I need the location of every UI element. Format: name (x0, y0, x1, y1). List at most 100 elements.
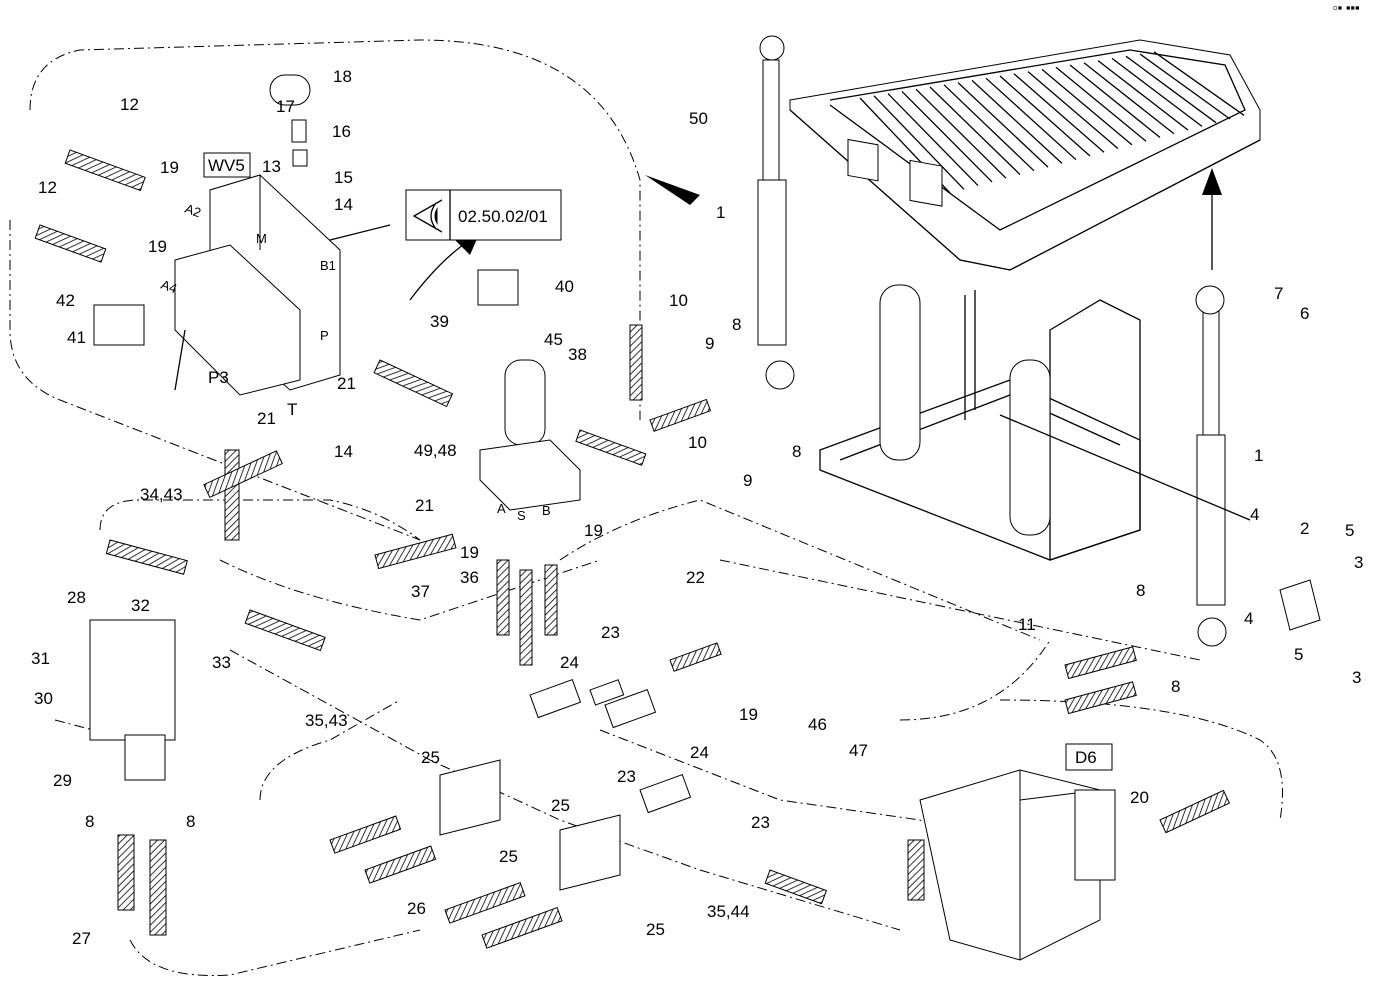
quick-couplings (439, 579, 1321, 891)
grill-slat (1125, 55, 1217, 124)
callout-24: 24 (560, 653, 579, 672)
callout-50: 50 (689, 109, 708, 128)
callout-21: 21 (337, 374, 356, 393)
hydraulic-cylinders (757, 35, 1227, 647)
callout-20: 20 (1130, 788, 1149, 807)
hoses (34, 149, 1231, 949)
callout-24: 24 (690, 743, 709, 762)
callout-23: 23 (601, 623, 620, 642)
port-t: T (287, 400, 297, 419)
grill-slat (887, 93, 979, 187)
port-b1: B1 (320, 258, 336, 273)
port-s: S (517, 508, 526, 523)
callout-19: 19 (460, 543, 479, 562)
callout-19: 19 (739, 705, 758, 724)
callout-2: 2 (1300, 519, 1309, 538)
grill-slat (929, 86, 1021, 175)
callout-39: 39 (430, 312, 449, 331)
callout-29: 29 (53, 771, 72, 790)
callout-26: 26 (407, 899, 426, 918)
callout-42: 42 (56, 291, 75, 310)
eye-icon (412, 199, 443, 233)
corner-mark: ▫▪ ▪▪▪ (1333, 0, 1360, 15)
callout-47: 47 (849, 741, 868, 760)
grill-slat (1041, 68, 1133, 146)
callout-9: 9 (743, 471, 752, 490)
port-a4: A4 (159, 277, 179, 297)
callout-30: 30 (34, 689, 53, 708)
port-p: P (320, 328, 329, 343)
callout-22: 22 (686, 568, 705, 587)
callout-16: 16 (332, 122, 351, 141)
callout-4: 4 (1250, 505, 1259, 524)
grill-slat (999, 75, 1091, 157)
callout-17: 17 (276, 97, 295, 116)
grill-slat (1027, 71, 1119, 150)
label-wv5: WV5 (203, 152, 251, 178)
grill-slat (1013, 73, 1105, 153)
callout-4: 4 (1244, 609, 1253, 628)
callout-8: 8 (1171, 677, 1180, 696)
callout-14: 14 (334, 442, 353, 461)
grill-slat (1111, 57, 1203, 127)
callout-8: 8 (732, 315, 741, 334)
callout-8: 8 (1136, 581, 1145, 600)
callout-1: 1 (716, 203, 725, 222)
callout-8: 8 (186, 812, 195, 831)
port-a: A (497, 501, 506, 516)
callout-11: 11 (1018, 615, 1036, 634)
reference-code: 02.50.02/01 (458, 207, 548, 226)
callout-18: 18 (333, 67, 352, 86)
control-box (919, 769, 1116, 961)
callout-38: 38 (568, 345, 587, 364)
callout-25: 25 (499, 847, 518, 866)
callout-7: 7 (1274, 284, 1283, 303)
callout-13: 13 (262, 157, 281, 176)
callout-35-44: 35,44 (707, 902, 750, 921)
grill-slat (943, 84, 1035, 172)
svg-text:WV5: WV5 (208, 156, 245, 175)
grill-slat (901, 90, 993, 183)
callout-28: 28 (67, 588, 86, 607)
callout-27: 27 (72, 929, 91, 948)
callout-8: 8 (85, 812, 94, 831)
label-d6: D6 (1065, 743, 1113, 771)
callout-49-48: 49,48 (414, 441, 457, 460)
port-p3: P3 (208, 368, 229, 387)
callout-37: 37 (411, 582, 430, 601)
grill-slat (971, 79, 1063, 164)
callout-33: 33 (212, 653, 231, 672)
callout-5: 5 (1294, 645, 1303, 664)
callout-21: 21 (415, 496, 434, 515)
callout-32: 32 (131, 596, 150, 615)
callout-6: 6 (1300, 304, 1309, 323)
callout-19: 19 (148, 237, 167, 256)
callout-15: 15 (334, 168, 353, 187)
callout-19: 19 (160, 158, 179, 177)
grill-slat (957, 82, 1049, 168)
callout-31: 31 (31, 649, 50, 668)
valve-block (93, 74, 341, 396)
port-b: B (542, 503, 551, 518)
callout-1: 1 (1254, 446, 1263, 465)
callout-19: 19 (584, 521, 603, 540)
callout-40: 40 (555, 277, 574, 296)
port-a2: A2 (183, 201, 203, 221)
reference-box[interactable]: 02.50.02/01 (405, 189, 562, 241)
housing-cover (789, 39, 1261, 271)
grill-slat (873, 95, 965, 190)
callout-10: 10 (688, 433, 707, 452)
grill-slat (1139, 53, 1231, 120)
grill-slat (1097, 60, 1189, 131)
callout-3: 3 (1352, 668, 1361, 687)
callout-14: 14 (334, 195, 353, 214)
callout-8: 8 (792, 442, 801, 461)
callout-5: 5 (1345, 521, 1354, 540)
callout-3: 3 (1354, 553, 1363, 572)
callout-45: 45 (544, 330, 563, 349)
grill-slat (915, 88, 1007, 179)
callout-23: 23 (617, 767, 636, 786)
callout-25: 25 (421, 748, 440, 767)
